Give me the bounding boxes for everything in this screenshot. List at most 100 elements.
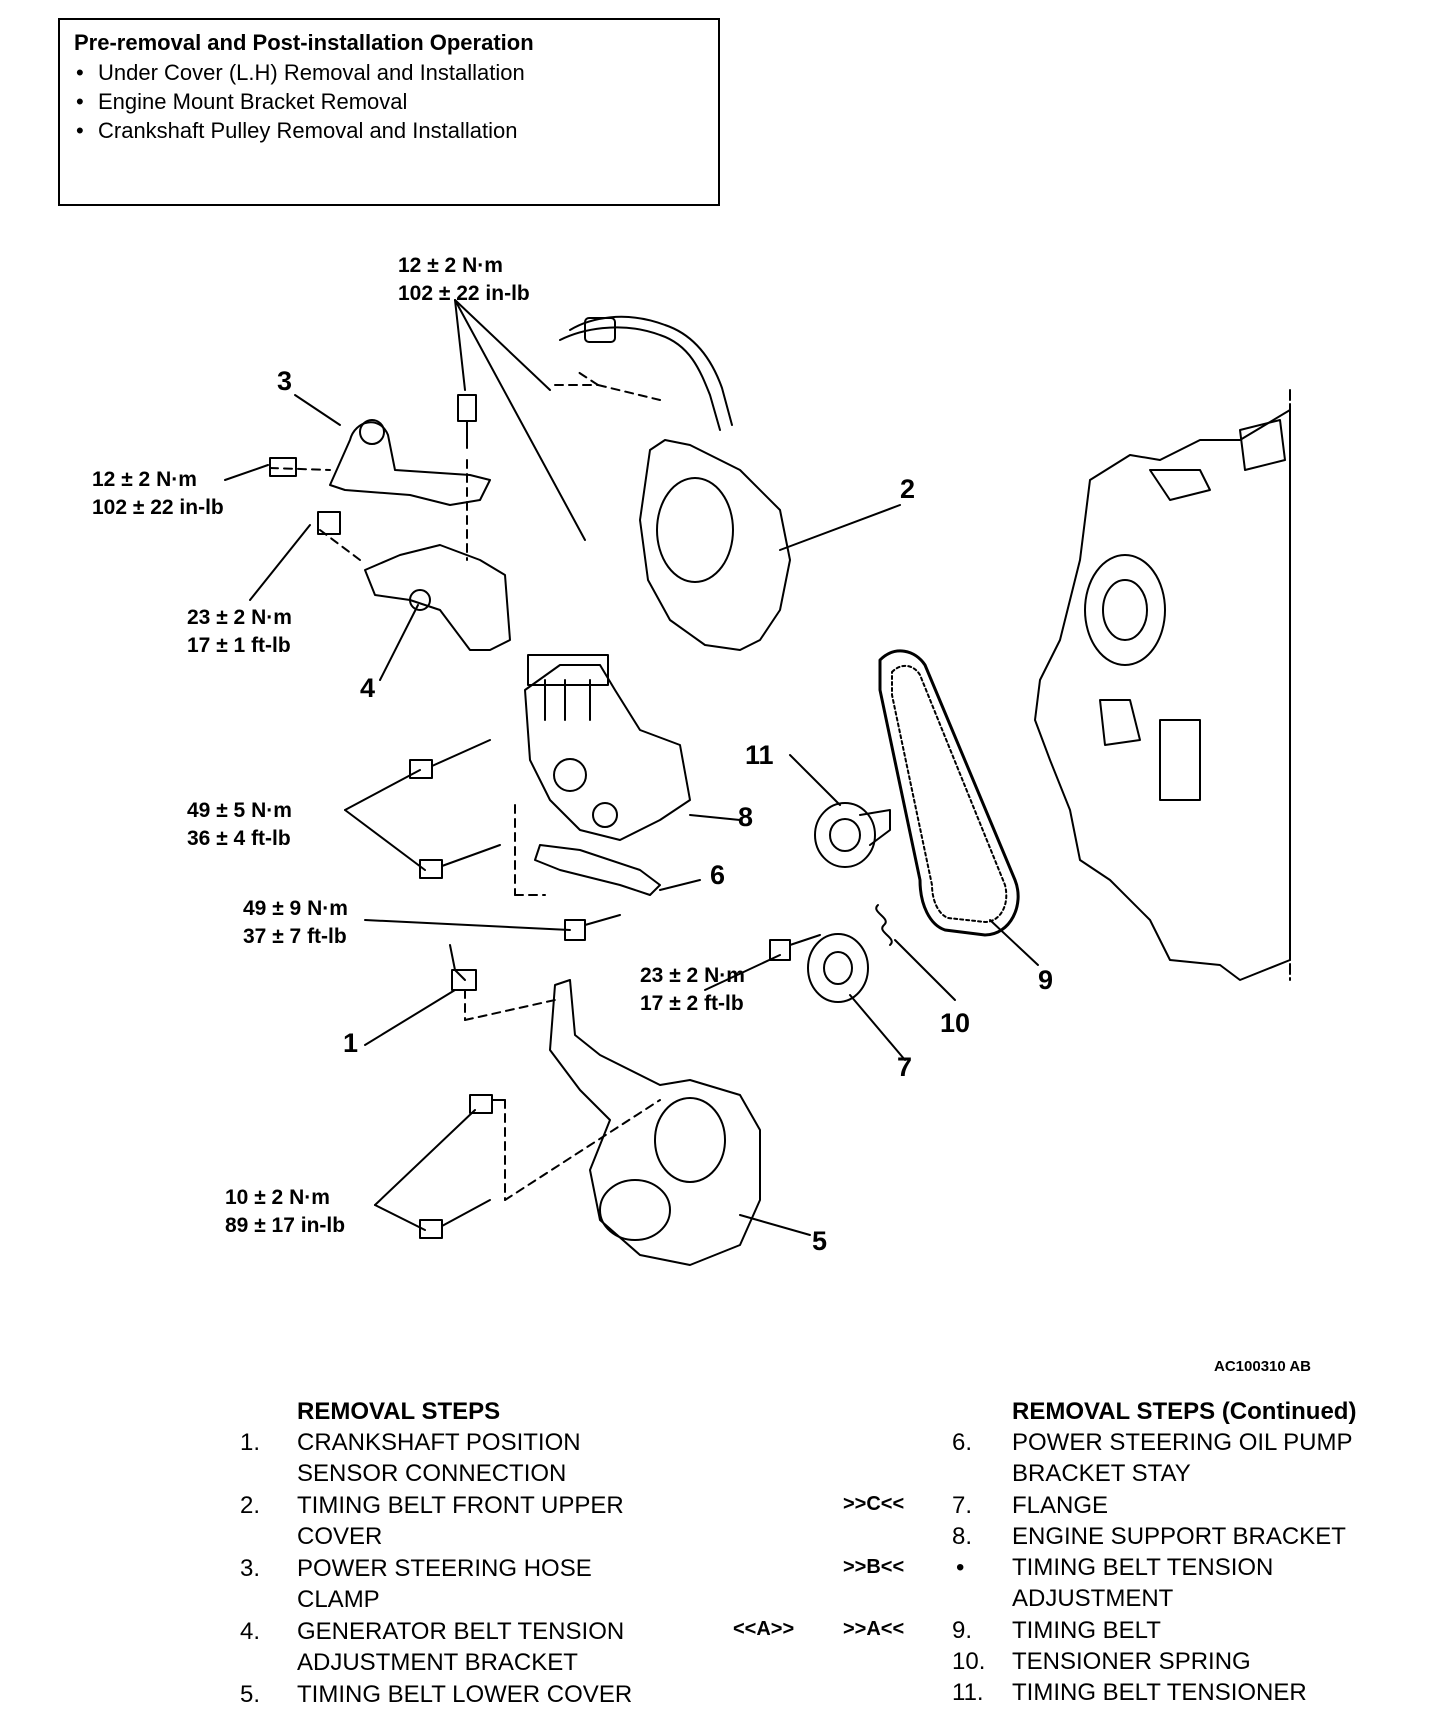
step-bullet: • [956, 1554, 965, 1581]
callout-11: 11 [745, 740, 774, 770]
leader-line [704, 954, 781, 991]
leader-line [739, 1214, 811, 1236]
step-row: 6. POWER STEERING OIL PUMP BRACKET STAY [952, 1427, 1392, 1489]
step-number: 11. [952, 1679, 984, 1706]
leader-line [779, 504, 901, 551]
callout-2: 2 [900, 474, 916, 504]
step-text: TENSIONER SPRING [1012, 1648, 1251, 1675]
leader-line [249, 524, 311, 601]
pre-operation-title: Pre-removal and Post-installation Operat… [74, 30, 534, 55]
torque-imperial: 37 ± 7 ft-lb [243, 925, 347, 948]
torque-nm: 23 ± 2 N·m [187, 606, 292, 629]
step-number: 2. [240, 1492, 261, 1519]
callout-4: 4 [360, 673, 376, 703]
step-row: 2. TIMING BELT FRONT UPPER COVER [240, 1490, 700, 1552]
torque-label-6: 49 ± 9 N·m 37 ± 7 ft-lb [243, 895, 348, 951]
timing-belt-lower-cover [549, 979, 761, 1266]
torque-label-11: 23 ± 2 N·m 17 ± 2 ft-lb [640, 962, 745, 1018]
step-row: 1. CRANKSHAFT POSITION SENSOR CONNECTION [240, 1427, 700, 1489]
leader-line [224, 464, 269, 481]
step-number: 10. [952, 1648, 986, 1675]
leader-line [789, 754, 841, 806]
torque-label-4: 23 ± 2 N·m 17 ± 1 ft-lb [187, 604, 292, 660]
step-text: TIMING BELT [1012, 1617, 1161, 1644]
step-row: 8. ENGINE SUPPORT BRACKET [952, 1521, 1392, 1552]
torque-imperial: 17 ± 2 ft-lb [640, 992, 744, 1015]
leader-line [344, 769, 421, 811]
leader-line [454, 299, 586, 541]
timing-belt-upper-cover [639, 439, 791, 651]
sensor-connector [584, 317, 616, 343]
step-row: 7. FLANGE [952, 1490, 1392, 1521]
step-number: 3. [240, 1555, 261, 1582]
step-row: 3. POWER STEERING HOSE CLAMP [240, 1553, 700, 1615]
step-row: 10. TENSIONER SPRING [952, 1646, 1392, 1677]
engine-support-bracket [524, 664, 691, 841]
step-text: TIMING BELT TENSION ADJUSTMENT [1012, 1554, 1274, 1612]
step-text: GENERATOR BELT TENSION ADJUSTMENT BRACKE… [297, 1618, 625, 1676]
leader-line [454, 299, 551, 391]
step-number: 1. [240, 1429, 261, 1456]
torque-nm: 12 ± 2 N·m [92, 468, 197, 491]
leader-line [454, 299, 466, 391]
torque-label-8: 49 ± 5 N·m 36 ± 4 ft-lb [187, 797, 292, 853]
step-text: POWER STEERING OIL PUMP BRACKET STAY [1012, 1429, 1353, 1487]
torque-label-5: 10 ± 2 N·m 89 ± 17 in-lb [225, 1184, 345, 1240]
flange [807, 933, 869, 1003]
step-number: 9. [952, 1617, 973, 1644]
torque-nm: 23 ± 2 N·m [640, 964, 745, 987]
sensor-harness [569, 315, 733, 426]
step-number: 4. [240, 1618, 261, 1645]
step-number: 5. [240, 1681, 261, 1708]
leader-line [344, 809, 426, 871]
timing-belt [878, 649, 1020, 937]
leader-line [894, 939, 956, 1001]
torque-nm: 10 ± 2 N·m [225, 1186, 330, 1209]
step-text: POWER STEERING HOSE CLAMP [297, 1555, 592, 1613]
callout-5: 5 [812, 1226, 828, 1256]
leader-line [364, 919, 571, 931]
generator-bracket [364, 544, 511, 651]
step-row: 9. TIMING BELT [952, 1615, 1392, 1646]
step-number: 8. [952, 1523, 973, 1550]
step-number: 6. [952, 1429, 973, 1456]
step-row: 11. TIMING BELT TENSIONER [952, 1677, 1392, 1708]
leader-line [364, 989, 456, 1046]
step-row: 4. GENERATOR BELT TENSION ADJUSTMENT BRA… [240, 1616, 700, 1678]
pre-operation-item: Crankshaft Pulley Removal and Installati… [76, 116, 704, 145]
tensioner-spring [875, 904, 893, 946]
figure-id: AC100310 AB [1214, 1358, 1311, 1375]
torque-imperial: 102 ± 22 in-lb [92, 496, 224, 519]
callout-6: 6 [710, 860, 726, 890]
pre-operation-list: Under Cover (L.H) Removal and Installati… [74, 58, 704, 145]
service-ref-c: >>C<< [843, 1493, 905, 1515]
torque-nm: 49 ± 5 N·m [187, 799, 292, 822]
step-text: TIMING BELT TENSIONER [1012, 1679, 1307, 1706]
torque-imperial: 17 ± 1 ft-lb [187, 634, 291, 657]
leader-line [379, 604, 419, 681]
step-text: TIMING BELT FRONT UPPER COVER [297, 1492, 624, 1550]
pre-operation-box: Pre-removal and Post-installation Operat… [58, 18, 720, 206]
power-steering-stay [534, 844, 661, 896]
callout-9: 9 [1038, 965, 1054, 995]
step-text: ENGINE SUPPORT BRACKET [1012, 1523, 1346, 1550]
step-text: FLANGE [1012, 1492, 1109, 1519]
torque-nm: 49 ± 9 N·m [243, 897, 348, 920]
callout-8: 8 [738, 802, 754, 832]
torque-label-left: 12 ± 2 N·m 102 ± 22 in-lb [92, 466, 224, 522]
removal-steps-title: REMOVAL STEPS [297, 1398, 501, 1425]
leader-line [294, 394, 341, 426]
step-text: TIMING BELT LOWER COVER [297, 1681, 633, 1708]
sensor-harness [559, 326, 721, 431]
torque-label-top: 12 ± 2 N·m 102 ± 22 in-lb [398, 252, 530, 308]
callout-7: 7 [897, 1052, 913, 1082]
engine-block [1034, 409, 1291, 981]
service-ref-b: >>B<< [843, 1556, 905, 1578]
leader-line [989, 919, 1039, 966]
step-number: 7. [952, 1492, 973, 1519]
leader-line [374, 1204, 426, 1231]
pre-operation-item: Engine Mount Bracket Removal [76, 87, 704, 116]
torque-imperial: 89 ± 17 in-lb [225, 1214, 346, 1237]
leader-line [689, 814, 741, 821]
